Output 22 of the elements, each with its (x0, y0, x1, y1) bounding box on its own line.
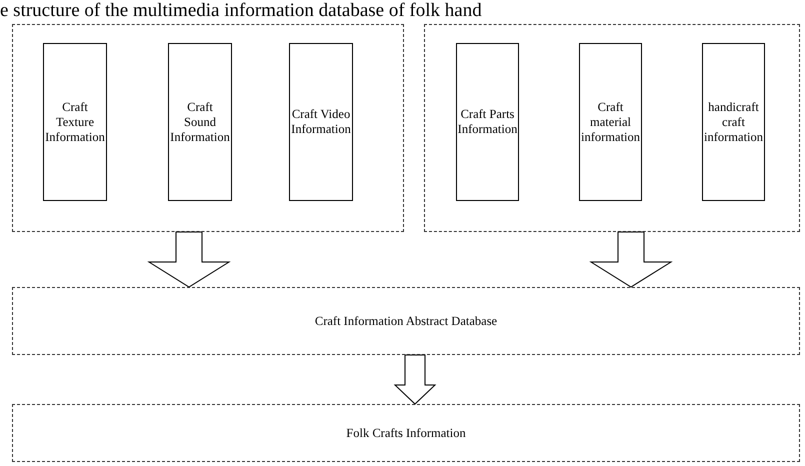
info-box (456, 43, 519, 201)
group-frame (12, 24, 404, 232)
block-arrow (589, 232, 673, 288)
box-label: Craft Information Abstract Database (314, 314, 498, 328)
info-box (43, 43, 107, 201)
box-label: Folk Crafts Information (346, 426, 466, 440)
box-label: Craft Sound Information (169, 100, 231, 144)
box-label: handicraft craft information (703, 100, 764, 144)
info-box (579, 43, 642, 201)
database-layer (12, 404, 800, 462)
box-label: Craft Video Information (290, 107, 352, 137)
group-frame (424, 24, 800, 232)
info-box (289, 43, 353, 201)
database-layer (12, 287, 800, 355)
block-arrow (394, 354, 436, 405)
box-label: Craft Parts Information (456, 107, 518, 137)
info-box (702, 43, 765, 201)
title: e structure of the multimedia information database of folk hand (0, 0, 482, 22)
block-arrow (147, 232, 231, 288)
info-box (168, 43, 232, 201)
box-label: Craft material information (580, 100, 642, 144)
box-label: Craft Texture Information (44, 100, 106, 144)
